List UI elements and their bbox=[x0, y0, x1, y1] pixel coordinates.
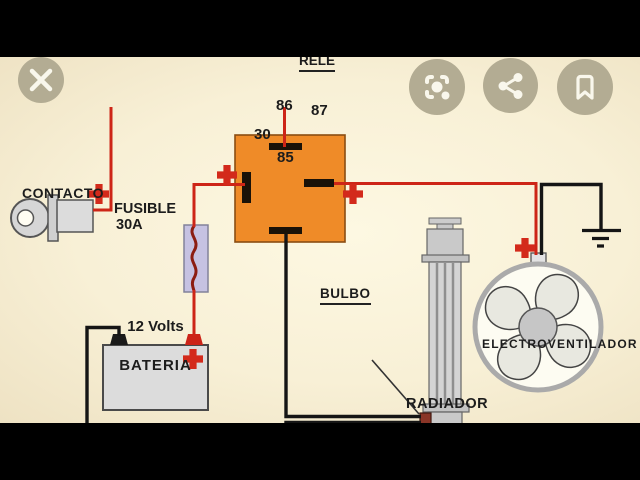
share-button[interactable] bbox=[483, 58, 538, 113]
bookmark-icon bbox=[576, 74, 594, 100]
lens-search-button[interactable] bbox=[409, 59, 465, 115]
letterbox-bottom bbox=[0, 423, 640, 480]
radiator-symbol bbox=[419, 217, 470, 443]
close-icon bbox=[29, 68, 53, 92]
share-icon bbox=[498, 72, 522, 99]
fuse-rating-label: 30A bbox=[116, 217, 143, 233]
radiator-label: RADIADOR bbox=[406, 396, 489, 412]
relay-label: RELE bbox=[299, 54, 336, 72]
relay-pin-87 bbox=[304, 179, 334, 187]
relay-pin-30 bbox=[242, 172, 251, 203]
camera-lens-icon bbox=[425, 75, 450, 100]
relay-pin-86-label: 86 bbox=[276, 97, 293, 114]
relay-symbol bbox=[234, 134, 346, 243]
fan-label: ELECTROVENTILADOR bbox=[482, 337, 638, 351]
fan-symbol bbox=[472, 252, 604, 393]
contact-switch-symbol bbox=[10, 194, 94, 242]
relay-pin-85 bbox=[269, 227, 302, 234]
bulb-label: BULBO bbox=[320, 287, 371, 305]
bookmark-button[interactable] bbox=[557, 59, 613, 115]
fuse-label: FUSIBLE bbox=[114, 201, 177, 217]
relay-pin-87-label: 87 bbox=[311, 102, 328, 119]
battery-negative-terminal bbox=[110, 334, 128, 345]
wiring-diagram: RELE 86 87 30 85 CONTACTO FUSIBLE 30A 12… bbox=[0, 54, 640, 477]
bulb-pointer-line bbox=[371, 359, 420, 415]
relay-pin-30-label: 30 bbox=[254, 126, 271, 143]
fuse-symbol bbox=[183, 224, 209, 293]
letterbox-top bbox=[0, 0, 640, 57]
contact-label: CONTACTO bbox=[22, 185, 105, 201]
battery-positive-terminal bbox=[185, 334, 203, 345]
battery-label: BATERIA bbox=[119, 357, 192, 374]
close-button[interactable] bbox=[18, 57, 64, 103]
battery-voltage-label: 12 Volts bbox=[127, 318, 184, 335]
fan-hub bbox=[518, 307, 558, 347]
relay-pin-85-label: 85 bbox=[277, 149, 294, 166]
circuit-graphics bbox=[10, 107, 621, 477]
fan-blades bbox=[484, 273, 592, 381]
